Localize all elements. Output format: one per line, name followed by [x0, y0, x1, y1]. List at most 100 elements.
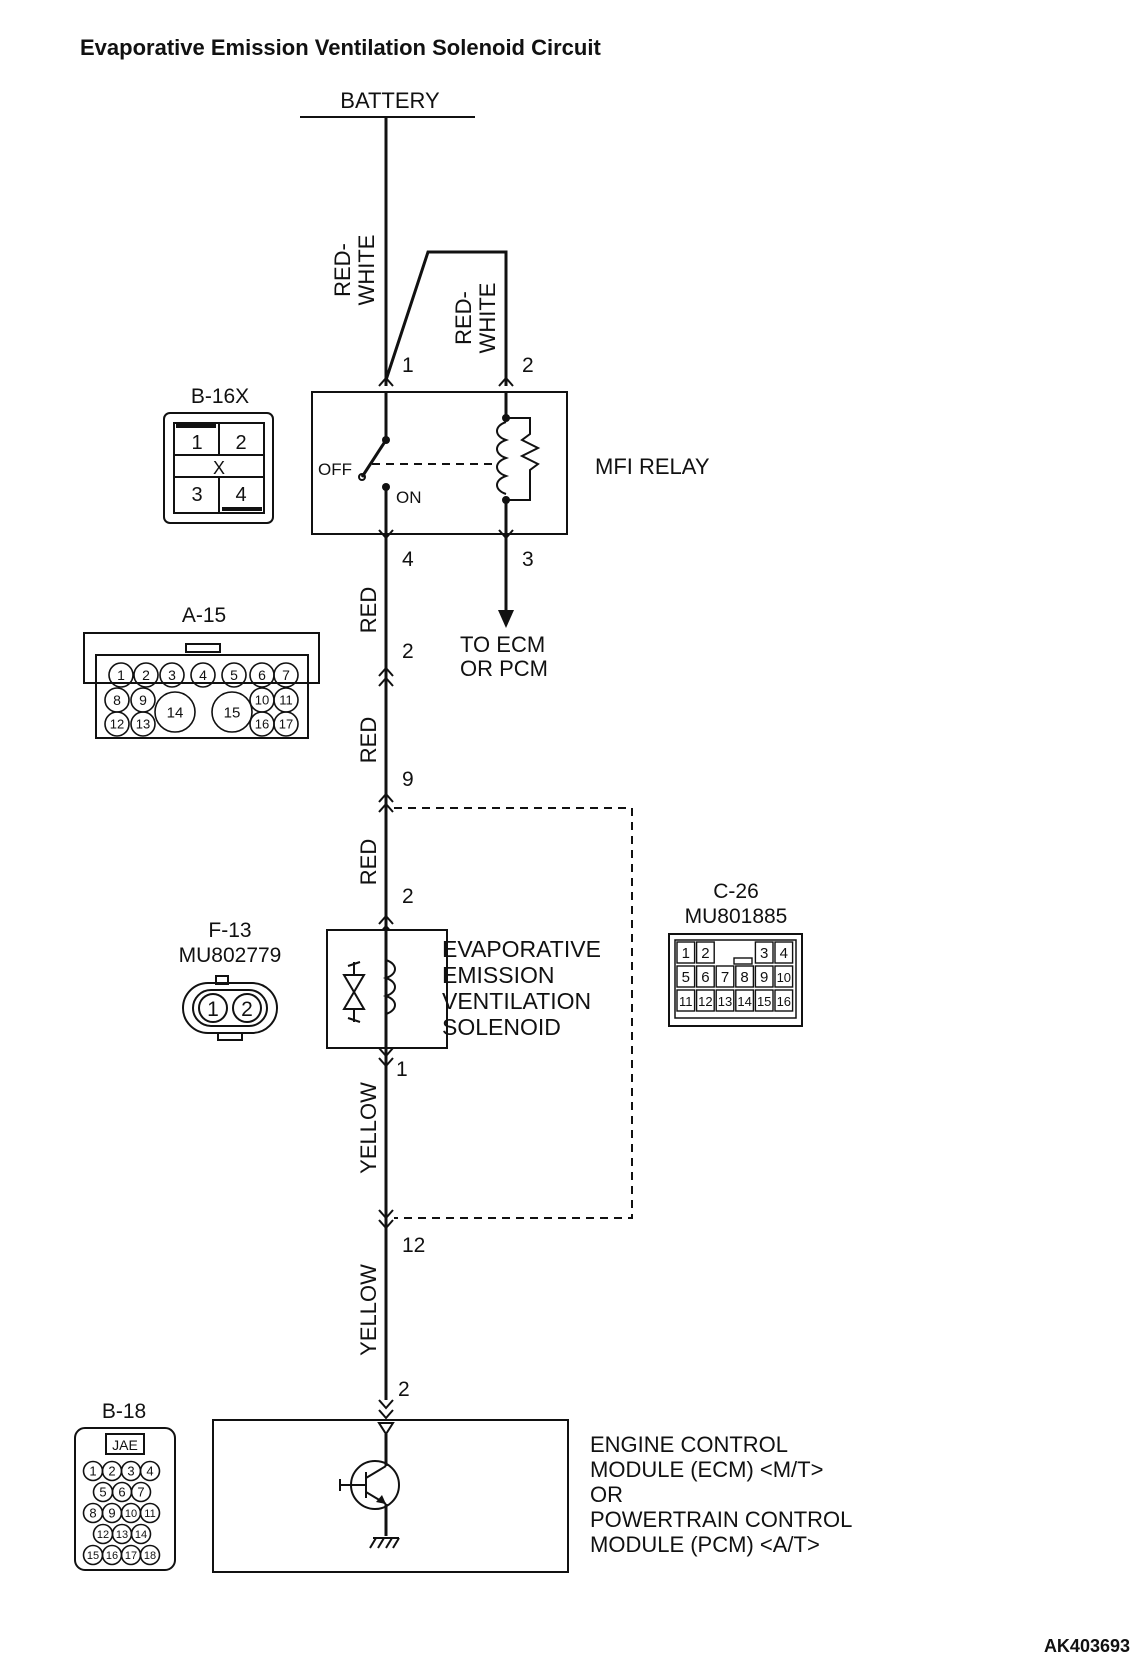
wire-color-red-white-b: RED- WHITE [451, 283, 500, 354]
relay-on-label: ON [396, 488, 422, 507]
svg-text:1: 1 [682, 945, 690, 962]
svg-text:10: 10 [125, 1508, 137, 1520]
page-title: Evaporative Emission Ventilation Solenoi… [80, 35, 601, 60]
relay-switch-arm [360, 439, 388, 478]
connector-pin: 2 [133, 662, 159, 688]
svg-text:2: 2 [241, 998, 253, 1021]
relay-contact-off [358, 473, 366, 481]
connector-pin: 8 [82, 1502, 104, 1524]
svg-text:1: 1 [191, 432, 202, 454]
connector-chevron [378, 802, 394, 813]
connector-pin: 16 [774, 989, 794, 1012]
connector-chevron [498, 376, 514, 387]
connector-pin: 14 [130, 1523, 152, 1545]
svg-text:RED-: RED- [330, 243, 355, 297]
svg-text:16: 16 [255, 717, 269, 732]
svg-text:6: 6 [258, 667, 266, 683]
connector-chevron [378, 1219, 394, 1230]
svg-text:14: 14 [167, 704, 184, 721]
mfi-relay-box [311, 391, 568, 535]
connector-chevron [378, 1047, 394, 1058]
svg-text:7: 7 [137, 1485, 144, 1500]
svg-text:8: 8 [740, 969, 748, 986]
svg-text:13: 13 [136, 717, 150, 732]
svg-text:13: 13 [116, 1529, 128, 1541]
wire-color-red: RED [356, 587, 381, 633]
svg-text:RED-: RED- [451, 291, 476, 345]
connector-pin: 12 [695, 989, 715, 1012]
connector-pin: 11 [676, 989, 696, 1012]
svg-text:2: 2 [701, 945, 709, 962]
connector-chevron [378, 914, 394, 925]
connector-pin: 6 [695, 965, 715, 988]
relay-pin-3: 3 [522, 548, 534, 571]
svg-text:16: 16 [106, 1550, 118, 1562]
connector-chevron [378, 666, 394, 677]
connector-pin: 15 [82, 1544, 104, 1566]
connector-pin: 12 [92, 1523, 114, 1545]
svg-text:15: 15 [87, 1550, 99, 1562]
solenoid-label: EMISSION [442, 962, 554, 988]
svg-text:9: 9 [139, 692, 147, 708]
svg-text:10: 10 [777, 970, 791, 985]
connector-pin: 9 [130, 687, 156, 713]
connector-pin: 1 [676, 941, 696, 964]
connector-key [733, 957, 753, 965]
shielded-harness-outline [394, 807, 633, 1219]
connector-pin: 9 [754, 965, 774, 988]
connector-pin: 10 [120, 1502, 142, 1524]
svg-text:4: 4 [199, 667, 207, 683]
svg-text:9: 9 [760, 969, 768, 986]
transistor-icon [339, 1460, 400, 1536]
svg-text:4: 4 [235, 484, 246, 506]
svg-text:12: 12 [698, 994, 712, 1009]
svg-text:11: 11 [144, 1508, 155, 1520]
connector-c26-part: MU801885 [685, 905, 788, 928]
svg-text:12: 12 [110, 717, 124, 732]
svg-text:9: 9 [108, 1506, 115, 1521]
ecm-label: POWERTRAIN CONTROL [590, 1507, 852, 1532]
to-ecm-label: OR PCM [460, 656, 548, 681]
connector-pin: 12 [104, 711, 130, 737]
ecm-label: OR [590, 1482, 623, 1507]
connector-pin: 5 [92, 1481, 114, 1503]
ecm-label: ENGINE CONTROL [590, 1432, 788, 1457]
svg-text:15: 15 [224, 704, 241, 721]
connector-pin: 15 [754, 989, 774, 1012]
svg-text:17: 17 [125, 1550, 137, 1562]
svg-text:2: 2 [235, 432, 246, 454]
connector-chevron [378, 1209, 394, 1220]
svg-text:4: 4 [146, 1464, 153, 1479]
connector-chevron [378, 376, 394, 387]
valve-icon [342, 961, 366, 1023]
connector-pin: 13 [111, 1523, 133, 1545]
connector-pin: 14 [154, 691, 196, 733]
relay-resistor [506, 417, 541, 501]
svg-text:8: 8 [113, 692, 121, 708]
connector-pin: 3 [159, 662, 185, 688]
svg-text:2: 2 [142, 667, 150, 683]
svg-text:16: 16 [777, 994, 791, 1009]
relay-pin-1: 1 [402, 354, 414, 377]
svg-text:3: 3 [191, 484, 202, 506]
connector-pin: 15 [211, 691, 253, 733]
ground-icon [369, 1537, 400, 1549]
svg-text:2: 2 [108, 1464, 115, 1479]
svg-text:14: 14 [135, 1529, 147, 1541]
mfi-relay-label: MFI RELAY [595, 454, 710, 479]
connector-f13-part: MU802779 [179, 944, 282, 967]
connector-pin: 4 [139, 1460, 161, 1482]
svg-text:3: 3 [760, 945, 768, 962]
svg-text:18: 18 [144, 1550, 156, 1562]
svg-text:3: 3 [168, 667, 176, 683]
connector-f13-name: F-13 [208, 919, 251, 942]
connector-pin: 4 [190, 662, 216, 688]
connector-pin: 4 [774, 941, 794, 964]
relay-coil [496, 421, 510, 495]
